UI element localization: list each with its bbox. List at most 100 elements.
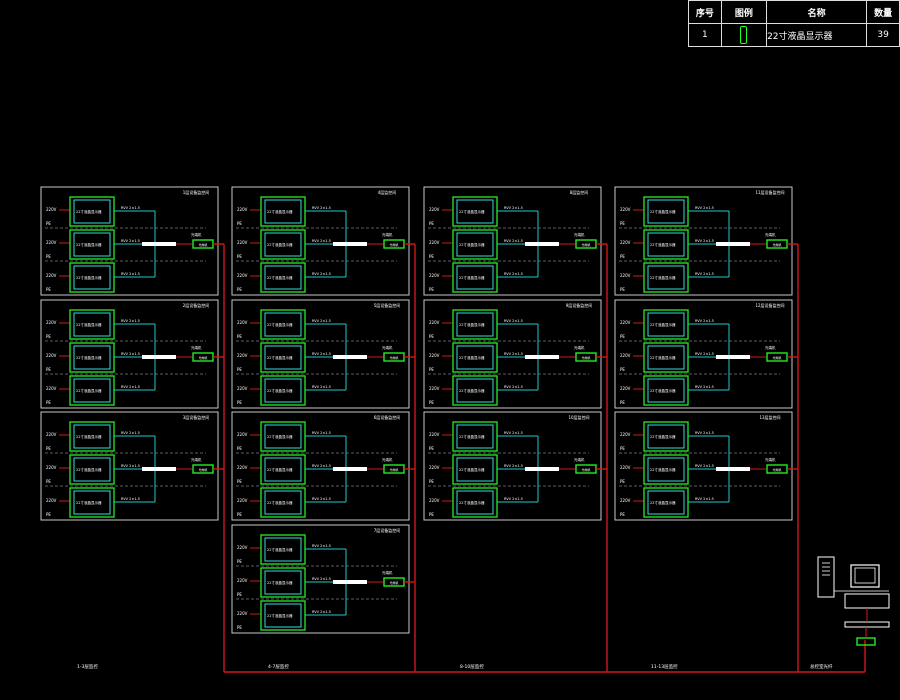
monitor-label: 22寸液晶显示器 (650, 467, 676, 472)
monitor-label: 22寸液晶显示器 (267, 355, 293, 360)
power-label: 220V (237, 386, 248, 391)
power-label: 220V (620, 240, 631, 245)
ground-label: PE (46, 400, 51, 405)
lcd-monitor-screen (456, 345, 494, 370)
cable-label: RVV 2×1.5 (312, 319, 331, 323)
ground-label: PE (620, 221, 625, 226)
optical-label: 光端机 (772, 242, 781, 247)
lcd-monitor-screen (264, 232, 302, 257)
panel-title: 8层监控间 (570, 189, 589, 195)
panel-title: 9层设备监控间 (566, 302, 593, 308)
panel-title: 7层设备监控间 (374, 527, 401, 533)
lcd-monitor-screen (73, 199, 111, 224)
monitor-label: 22寸液晶显示器 (76, 209, 102, 214)
power-label: 220V (237, 578, 248, 583)
cable-label: RVV 2×1.5 (504, 385, 523, 389)
lcd-monitor-screen (73, 265, 111, 290)
ground-label: PE (46, 367, 51, 372)
ground-label: PE (620, 446, 625, 451)
ground-label: PE (237, 446, 242, 451)
optical-tag: 光端机 (191, 345, 202, 350)
cable-label: RVV 2×1.5 (121, 464, 140, 468)
power-label: 220V (237, 320, 248, 325)
lcd-monitor-screen (647, 378, 685, 403)
lcd-monitor-screen (456, 232, 494, 257)
monitor-label: 22寸液晶显示器 (459, 355, 485, 360)
power-label: 220V (46, 432, 57, 437)
ground-label: PE (237, 287, 242, 292)
monitor-label: 22寸液晶显示器 (76, 467, 102, 472)
power-label: 220V (237, 432, 248, 437)
power-label: 220V (429, 207, 440, 212)
cable-label: RVV 2×1.5 (504, 352, 523, 356)
cable-label: RVV 2×1.5 (695, 385, 714, 389)
ground-label: PE (620, 512, 625, 517)
lcd-monitor-screen (73, 424, 111, 449)
power-label: 220V (46, 240, 57, 245)
lcd-monitor-screen (456, 378, 494, 403)
monitor-label: 22寸液晶显示器 (76, 434, 102, 439)
optical-label: 光端机 (389, 467, 398, 472)
panel-title: 12层设备监控间 (755, 302, 784, 308)
monitor-label: 22寸液晶显示器 (76, 388, 102, 393)
monitor-label: 22寸液晶显示器 (650, 434, 676, 439)
ground-label: PE (429, 512, 434, 517)
ground-label: PE (620, 479, 625, 484)
ground-label: PE (237, 334, 242, 339)
panel-border (614, 411, 793, 521)
panel-title: 3层设备监控间 (183, 414, 210, 420)
bus-label: 8-10层监控 (460, 663, 484, 670)
ground-label: PE (237, 479, 242, 484)
panel-title: 10层监控间 (568, 414, 589, 420)
cable-label: RVV 2×1.5 (121, 431, 140, 435)
monitor-label: 22寸液晶显示器 (267, 547, 293, 552)
cable-label: RVV 2×1.5 (312, 577, 331, 581)
optical-label: 光端机 (581, 467, 590, 472)
video-splitter (716, 242, 750, 246)
lcd-monitor-screen (647, 312, 685, 337)
lcd-monitor-screen (456, 265, 494, 290)
lcd-monitor-screen (264, 457, 302, 482)
monitor-label: 22寸液晶显示器 (650, 322, 676, 327)
ground-label: PE (46, 221, 51, 226)
panel-border (231, 411, 410, 521)
monitor-label: 22寸液晶显示器 (650, 275, 676, 280)
panel-border (423, 411, 602, 521)
power-label: 220V (237, 545, 248, 550)
ground-label: PE (429, 479, 434, 484)
monitor-label: 22寸液晶显示器 (459, 275, 485, 280)
power-label: 220V (620, 353, 631, 358)
optical-tag: 光端机 (574, 345, 585, 350)
ground-label: PE (429, 400, 434, 405)
cable-label: RVV 2×1.5 (695, 272, 714, 276)
computer-screen (854, 567, 876, 584)
optical-label: 光端机 (198, 355, 207, 360)
cable-label: RVV 2×1.5 (312, 464, 331, 468)
panel-border (231, 299, 410, 409)
power-label: 220V (46, 386, 57, 391)
monitor-label: 22寸液晶显示器 (267, 580, 293, 585)
panel-title: 1层设备监控间 (183, 189, 210, 195)
optical-tag: 光端机 (765, 232, 776, 237)
panel-border (40, 411, 219, 521)
power-label: 220V (620, 465, 631, 470)
ground-label: PE (237, 512, 242, 517)
network-switch-icon (844, 621, 890, 628)
legend-row: 1 22寸液晶显示器 39 (688, 23, 900, 47)
lcd-monitor-screen (647, 490, 685, 515)
power-label: 220V (620, 386, 631, 391)
ground-label: PE (620, 287, 625, 292)
power-label: 220V (237, 498, 248, 503)
monitor-label: 22寸液晶显示器 (267, 242, 293, 247)
power-label: 220V (237, 207, 248, 212)
power-label: 220V (46, 320, 57, 325)
video-splitter (525, 467, 559, 471)
lcd-monitor-screen (73, 378, 111, 403)
monitor-label: 22寸液晶显示器 (267, 322, 293, 327)
cable-label: RVV 2×1.5 (121, 319, 140, 323)
